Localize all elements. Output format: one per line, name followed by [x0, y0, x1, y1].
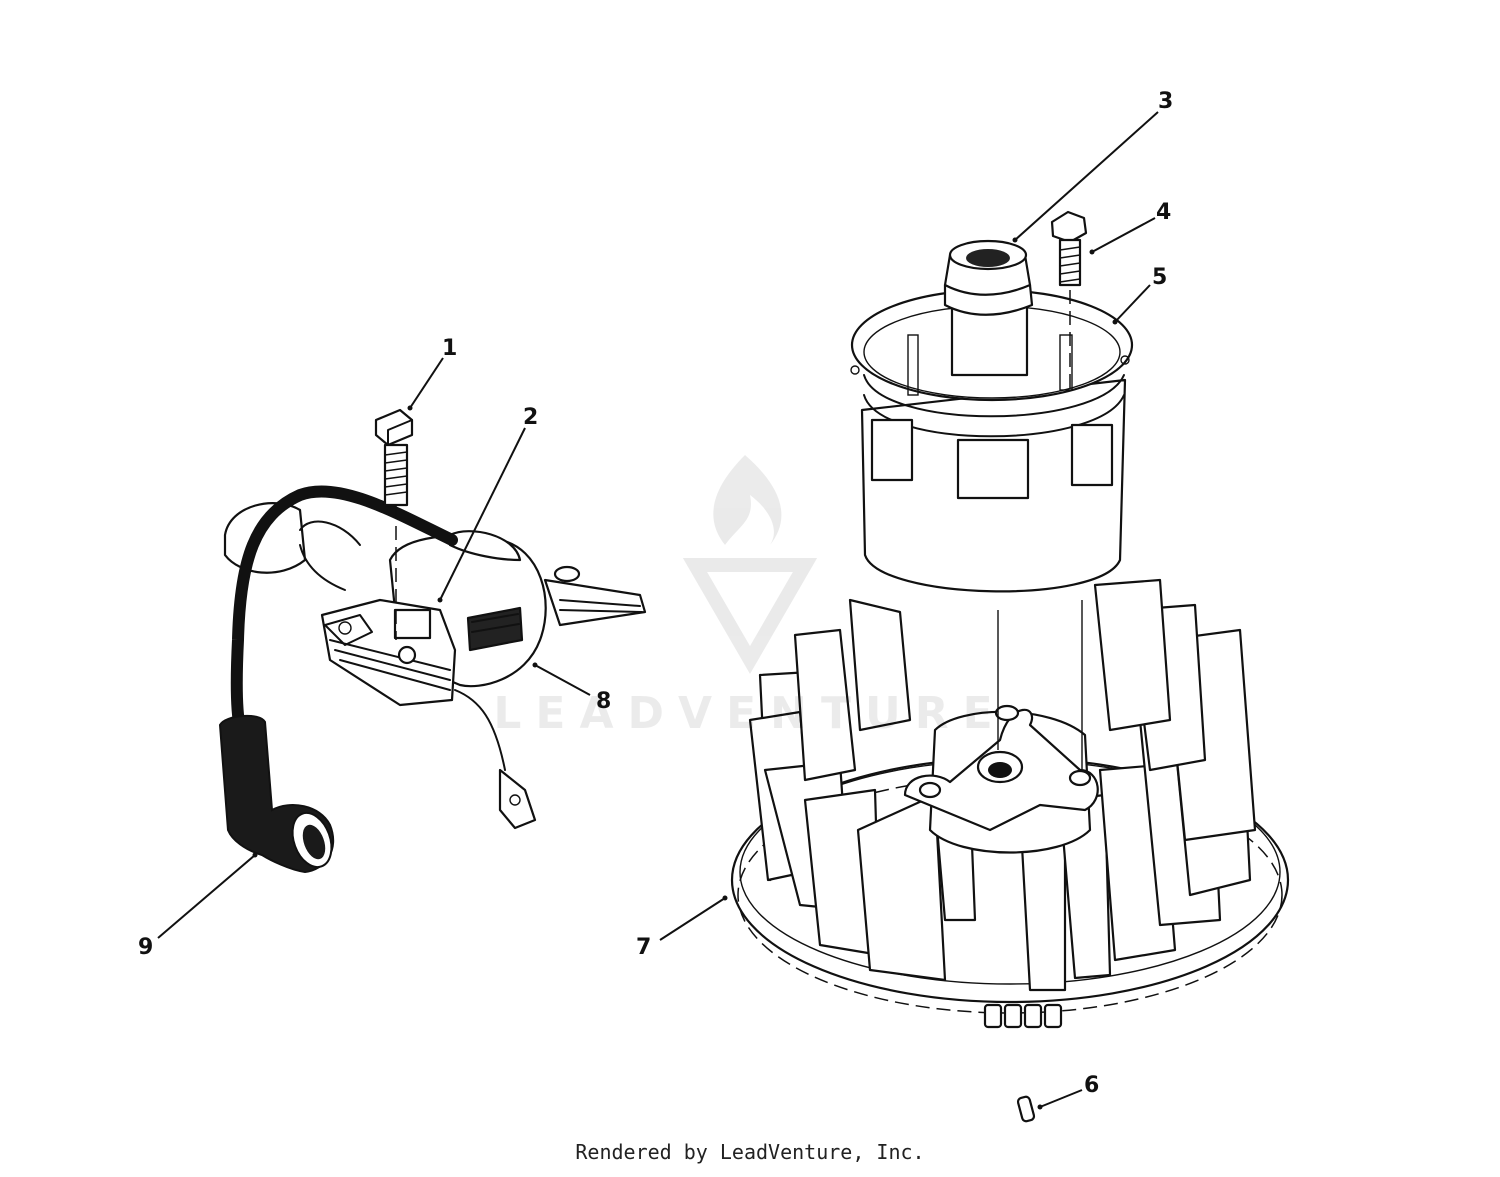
- callout-2-label: 2: [523, 405, 538, 430]
- callout-9-label: 9: [138, 935, 153, 960]
- coil-bolt: [374, 408, 414, 640]
- callout-5-label: 5: [1152, 265, 1167, 290]
- callout-8-label: 8: [596, 689, 611, 714]
- callout-1-label: 1: [442, 336, 457, 361]
- flywheel-assembly: [730, 210, 1290, 1123]
- callout-3-label: 3: [1158, 89, 1173, 114]
- flywheel-magnets: [983, 1003, 1063, 1029]
- callout-leaders: [157, 111, 1159, 1110]
- callout-6-label: 6: [1084, 1073, 1099, 1098]
- callout-4-label: 4: [1156, 200, 1171, 225]
- render-credit: Rendered by LeadVenture, Inc.: [575, 1140, 925, 1164]
- cup-bolt: [1050, 210, 1088, 390]
- callout-7-label: 7: [636, 935, 651, 960]
- flywheel-nut: [943, 239, 1034, 377]
- watermark-text: LEADVENTURE: [493, 688, 1007, 739]
- watermark-logo-icon: [682, 455, 818, 674]
- flywheel-key: [1016, 1095, 1036, 1123]
- ignition-coil-assembly: [218, 408, 647, 874]
